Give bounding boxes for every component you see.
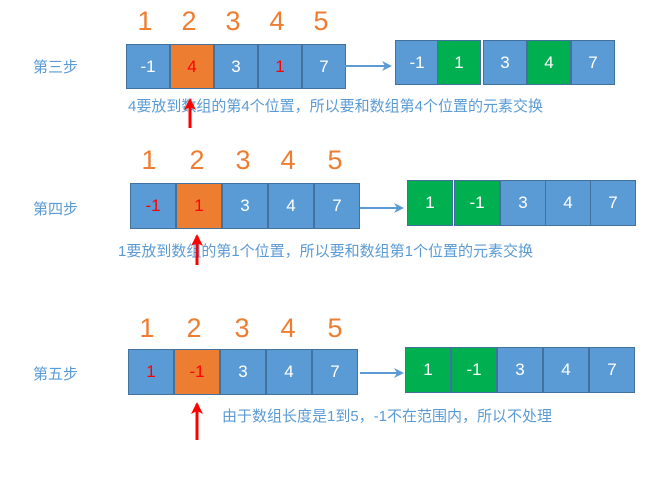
array-cell-after: 3 [500,180,546,226]
index-label: 3 [225,6,241,36]
index-label: 1 [141,145,157,175]
array-cell-after: -1 [454,180,500,226]
index-label: 5 [313,6,329,36]
step-label: 第三步 [33,59,79,76]
array-cell-before: 7 [302,44,346,89]
array-cell-before: 7 [314,183,360,229]
array-cell-after: 7 [571,40,615,85]
array-cell-before: 4 [266,349,312,395]
index-label: 3 [235,145,251,175]
array-cell-after: 1 [405,347,451,393]
index-label: 4 [280,145,296,175]
array-cell-before: 4 [268,183,314,229]
step-note: 1要放到数组的第1个位置，所以要和数组第1个位置的元素交换 [118,243,534,260]
index-label: 4 [269,6,285,36]
array-cell-after: 7 [589,347,635,393]
index-label: 1 [137,6,153,36]
step-label: 第四步 [33,201,79,218]
array-cell-before: 1 [128,349,174,395]
array-cell-before: -1 [174,349,220,395]
array-cell-before: 3 [214,44,258,89]
step-note: 由于数组长度是1到5，-1不在范围内，所以不处理 [222,408,553,425]
step-label: 第五步 [33,366,79,383]
index-label: 2 [186,313,202,343]
array-cell-after: -1 [395,40,439,85]
step-note: 4要放到数组的第4个位置，所以要和数组第4个位置的元素交换 [128,98,544,115]
array-cell-after: 7 [590,180,636,226]
array-cell-before: 4 [170,44,214,89]
index-label: 4 [280,313,296,343]
array-cell-before: 3 [222,183,268,229]
array-cell-before: -1 [126,44,170,89]
array-cell-after: 4 [543,347,589,393]
array-cell-after: -1 [451,347,497,393]
array-cell-after: 3 [497,347,543,393]
index-label: 2 [189,145,205,175]
array-cell-before: 7 [312,349,358,395]
array-cell-after: 1 [407,180,453,226]
index-label: 5 [327,313,343,343]
index-label: 3 [234,313,250,343]
array-cell-before: 1 [258,44,302,89]
array-cell-after: 4 [527,40,571,85]
array-cell-before: 1 [176,183,222,229]
array-cell-after: 4 [545,180,591,226]
array-cell-after: 3 [483,40,527,85]
array-cell-before: -1 [130,183,176,229]
index-label: 5 [327,145,343,175]
array-cell-after: 1 [437,40,481,85]
array-cell-before: 3 [220,349,266,395]
index-label: 2 [181,6,197,36]
index-label: 1 [139,313,155,343]
